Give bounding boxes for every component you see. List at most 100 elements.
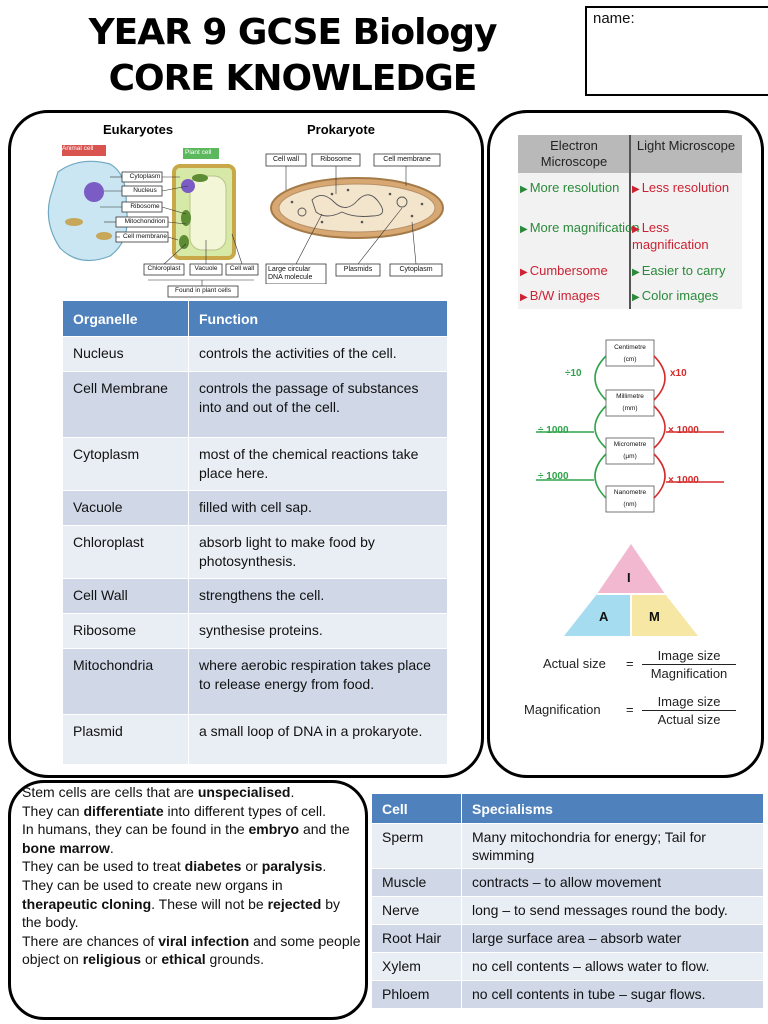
divider [629,135,631,309]
organelle-name: Plasmid [62,714,189,765]
organelle-function: controls the passage of substances into … [188,371,448,438]
pro-label-dna: Large circular DNA molecule [268,266,313,281]
op-right-3: × 1000 [668,475,699,486]
mic-right-item: ▶Less magnification [632,220,709,252]
pro-label-plasmids: Plasmids [343,266,373,273]
mic-right-item: ▶Color images [632,288,719,303]
organelle-function: a small loop of DNA in a prokaryote. [188,714,448,765]
cell-type: Root Hair [371,924,462,953]
organelle-function: strengthens the cell. [188,578,448,614]
euk-label-nucleus: Nucleus [133,187,157,194]
organelle-name: Nucleus [62,336,189,372]
cell-specialism: Many mitochondria for energy; Tail for s… [461,823,764,869]
organelle-name: Ribosome [62,613,189,649]
table-header-function: Function [188,300,448,337]
unit-mm: Millimetre(mm) [616,393,644,412]
triangle-a: A [599,609,609,624]
op-right-2: × 1000 [668,425,699,436]
stem-cells-panel [8,780,368,1020]
unit-nm: Nanometre(nm) [613,489,647,508]
stem-line: They can be used to create new organs in… [22,876,340,931]
euk-label-chloroplast: Chloroplast [147,265,181,272]
table-header-cell: Cell [371,793,462,824]
mic-left-item: ▶Cumbersome [520,263,608,278]
cell-specialism: large surface area – absorb water [461,924,764,953]
eukaryote-cell-diagram [47,145,259,298]
cell-specialism: no cell contents – allows water to flow. [461,952,764,981]
table-header-organelle: Organelle [62,300,189,337]
mic-left-item: ▶B/W images [520,288,600,303]
formula-magnification-label: Magnification [524,702,601,717]
op-right-1: x10 [670,368,687,379]
table-header-specialisms: Specialisms [461,793,764,824]
plant-cell-label: Plant cell [185,149,212,156]
cell-specialism: long – to send messages round the body. [461,896,764,925]
formula-1-numerator: Image size [642,648,736,665]
mic-left-item: ▶More resolution [520,180,620,195]
mic-left-item: ▶More magnification [520,220,640,235]
stem-line: In humans, they can be found in the embr… [22,821,350,856]
pro-label-cell-wall: Cell wall [272,156,300,163]
stem-cells-text: Stem cells are cells that are unspeciali… [22,783,362,969]
formula-1-denominator: Magnification [650,666,728,681]
organelle-name: Mitochondria [62,648,189,715]
page-title: YEAR 9 GCSE Biology [88,12,498,53]
stem-line: They can differentiate into different ty… [22,802,326,819]
cell-type: Xylem [371,952,462,981]
unit-um: Micrometre(µm) [613,441,647,460]
cell-specialism: no cell contents in tube – sugar flows. [461,980,764,1009]
organelle-function: absorb light to make food by photosynthe… [188,525,448,579]
prokaryote-title: Prokaryote [307,122,375,137]
stem-line: There are chances of viral infection and… [22,932,361,968]
found-in-plant-label: Found in plant cells [174,287,231,294]
op-left-3: ÷ 1000 [538,471,569,482]
cell-type: Nerve [371,896,462,925]
pro-label-cytoplasm: Cytoplasm [399,266,433,273]
formula-2-fraction: Image size Actual size [642,694,736,727]
euk-label-ribosome: Ribosome [130,203,160,210]
pro-label-ribosome: Ribosome [320,156,352,163]
organelle-name: Vacuole [62,490,189,526]
animal-cell-label: Animal cell [62,145,94,152]
cell-type: Muscle [371,868,462,897]
unit-conversion-diagram [536,339,724,513]
formula-2-numerator: Image size [642,694,736,711]
prokaryote-cell-diagram [265,153,444,284]
cell-specialism: contracts – to allow movement [461,868,764,897]
organelle-name: Chloroplast [62,525,189,579]
formula-actual-size-label: Actual size [543,656,606,671]
organelle-function: where aerobic respiration takes place to… [188,648,448,715]
op-left-2: ÷ 1000 [538,425,569,436]
organelle-function: filled with cell sap. [188,490,448,526]
euk-label-cell-wall: Cell wall [229,265,255,272]
euk-label-vacuole: Vacuole [194,265,218,272]
organelle-function: synthesise proteins. [188,613,448,649]
organelle-name: Cytoplasm [62,437,189,491]
cell-type: Phloem [371,980,462,1009]
euk-label-cell-membrane: Cell membrane [122,233,168,240]
unit-cm: Centimetre(cm) [614,344,646,363]
triangle-m: M [649,609,660,624]
name-field[interactable]: name: [585,6,768,96]
equals-sign: = [626,656,634,671]
stem-line: They can be used to treat diabetes or pa… [22,858,327,875]
organelle-name: Cell Membrane [62,371,189,438]
microscope-comparison: Electron Microscope Light Microscope ▶Mo… [518,135,742,309]
triangle-i: I [627,570,631,585]
iam-triangle [564,544,698,636]
